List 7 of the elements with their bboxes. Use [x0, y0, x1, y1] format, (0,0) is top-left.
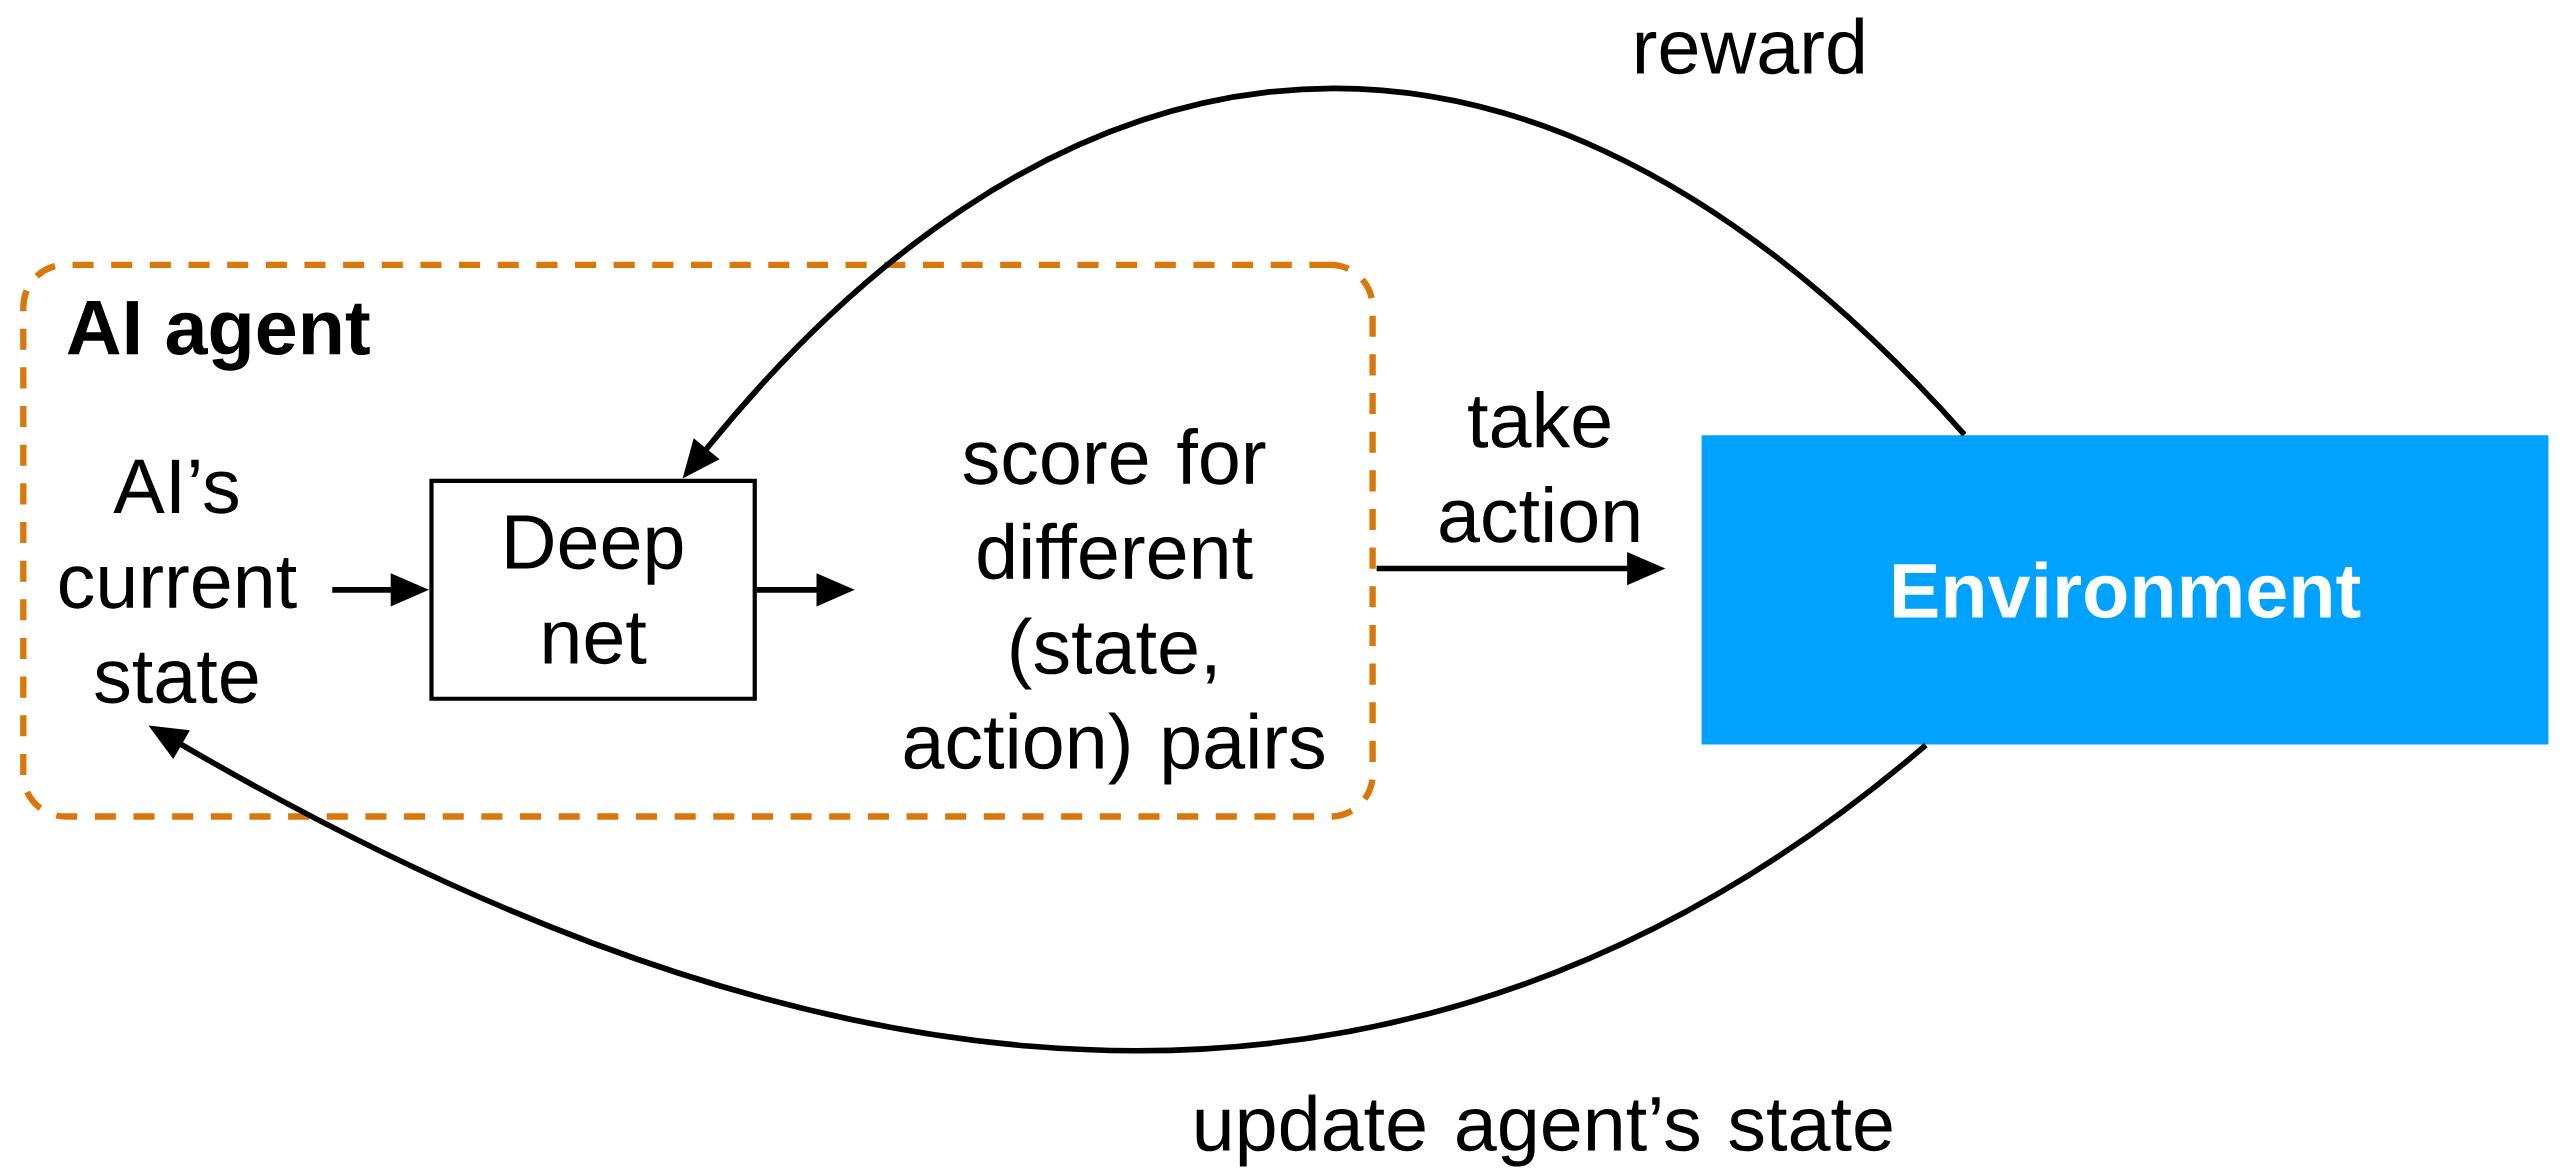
edge-label: take action: [1440, 390, 1639, 543]
edge-label: reward: [1636, 17, 1863, 75]
edge-label: update agent’s state: [1196, 1094, 1892, 1167]
label-text: AI’s current state: [59, 459, 297, 704]
label-text: score for different (state, action) pairs: [904, 427, 1324, 785]
process-box: Deep net: [429, 478, 757, 701]
environment-box: Environment: [1701, 435, 2549, 745]
